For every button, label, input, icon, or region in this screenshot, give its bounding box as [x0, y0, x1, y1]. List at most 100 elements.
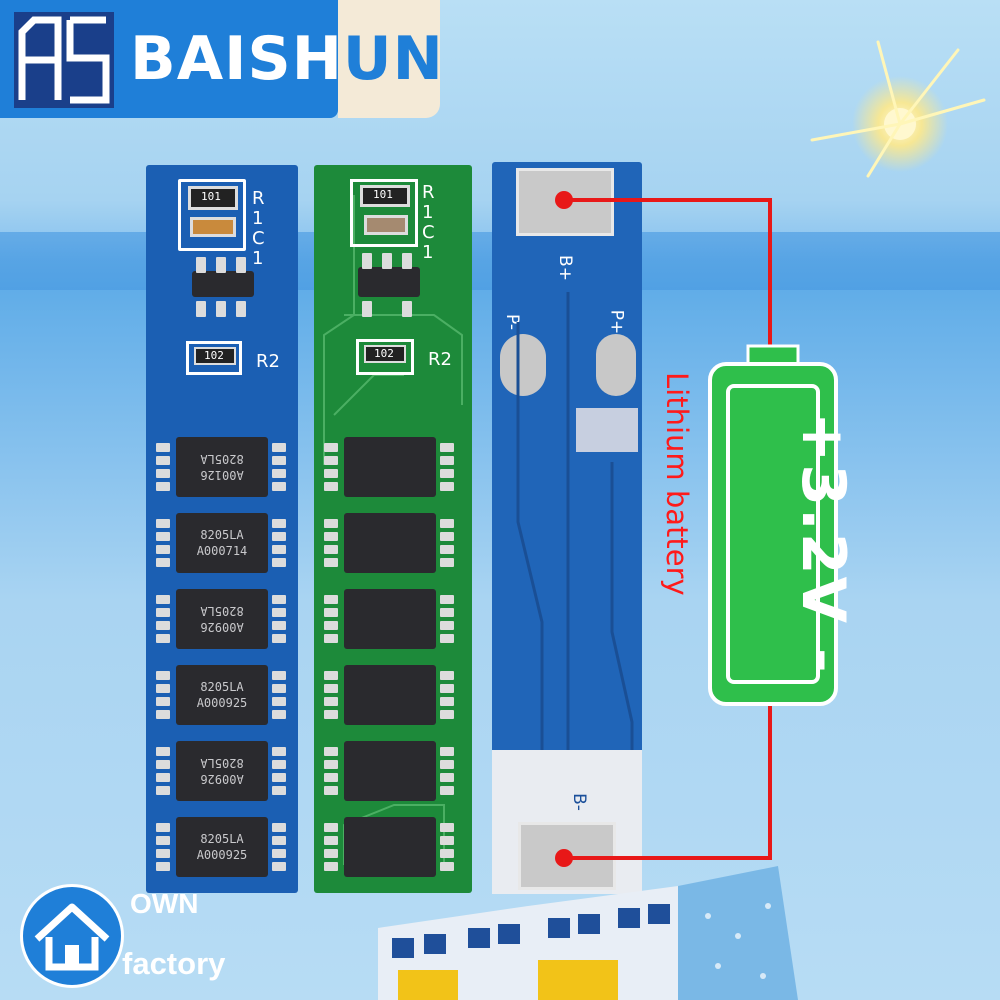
- mosfet-pin: [156, 595, 170, 604]
- mosfet-pin: [156, 786, 170, 795]
- resistor-top-label: 101: [201, 190, 221, 203]
- mosfet-pin: [324, 684, 338, 693]
- mosfet-pin: [440, 595, 454, 604]
- mosfet-pin: [440, 558, 454, 567]
- ic-pin: [362, 253, 372, 269]
- mosfet-pin: [324, 558, 338, 567]
- mosfet-pin: [272, 760, 286, 769]
- mosfet-pin: [324, 545, 338, 554]
- resistor-top: 101: [360, 185, 410, 207]
- mosfet-marking-line2: A000714: [196, 544, 248, 558]
- battery-caption: Lithium battery: [660, 372, 694, 596]
- mosfet-pin: [272, 836, 286, 845]
- mosfet-pin: [324, 849, 338, 858]
- ic-sot23: [358, 267, 420, 297]
- mosfet-pin: [324, 519, 338, 528]
- mosfet-pin: [156, 558, 170, 567]
- mosfet-pin: [156, 545, 170, 554]
- mosfet-marking-line1: 8205LA: [200, 680, 244, 694]
- ic-pin: [236, 257, 246, 273]
- mosfet-pin: [156, 469, 170, 478]
- ic-pin: [196, 257, 206, 273]
- mosfet-pin: [156, 456, 170, 465]
- mosfet-pin: [156, 862, 170, 871]
- factory-icon: [378, 866, 798, 1000]
- mosfet-marking-line2: A000925: [196, 696, 248, 710]
- mosfet-pin: [156, 684, 170, 693]
- ic-pin: [196, 301, 206, 317]
- mosfet-pin: [272, 456, 286, 465]
- mosfet-pin: [324, 836, 338, 845]
- pcb-board-back: B+ P- P+ B-: [492, 162, 642, 894]
- mosfet-chip: [344, 741, 436, 801]
- mosfet-pin: [272, 634, 286, 643]
- mosfet-pin: [272, 621, 286, 630]
- mosfet-pin: [324, 823, 338, 832]
- silk-r2: R2: [428, 349, 452, 370]
- resistor-mid: 102: [194, 347, 236, 365]
- mosfet-pin: [156, 773, 170, 782]
- silk-outline-r2: [186, 341, 242, 375]
- mosfet-pin: [440, 823, 454, 832]
- mosfet-pin: [272, 684, 286, 693]
- trace-lines: [323, 195, 463, 865]
- mosfet-pin: [440, 482, 454, 491]
- mosfet-pin: [440, 747, 454, 756]
- silk-outline: [350, 179, 418, 247]
- mosfet-pin: [156, 710, 170, 719]
- silk-r2: R2: [256, 351, 280, 372]
- mosfet-pin: [440, 532, 454, 541]
- mosfet-pin: [272, 443, 286, 452]
- sun-icon: [810, 40, 986, 178]
- mosfet-marking: A00926 8205LA: [186, 755, 258, 787]
- mosfet-marking-line1: 8205LA: [200, 832, 244, 846]
- mosfet-marking: 8205LA A000925: [186, 679, 258, 711]
- brand-header: BAISHUN: [0, 0, 443, 118]
- mosfet-pin: [156, 519, 170, 528]
- resistor-mid-label: 102: [374, 347, 394, 360]
- mosfet-pin: [440, 684, 454, 693]
- label-b-minus: B-: [568, 793, 589, 811]
- mosfet-marking-line1: A00926: [200, 772, 244, 786]
- mosfet-pin: [440, 443, 454, 452]
- mosfet-pin: [156, 634, 170, 643]
- pad-p-minus: [500, 334, 546, 396]
- mosfet-chip: [344, 817, 436, 877]
- mosfet-pin: [272, 558, 286, 567]
- mosfet-pin: [272, 532, 286, 541]
- mosfet-pin: [324, 786, 338, 795]
- mosfet-pin: [324, 443, 338, 452]
- mosfet-chip: [344, 437, 436, 497]
- ic-pin: [402, 301, 412, 317]
- mosfet-pin: [272, 482, 286, 491]
- resistor-top-label: 101: [373, 188, 393, 201]
- silk-r1c1: R1C1: [422, 183, 442, 263]
- mosfet-pin: [440, 760, 454, 769]
- mosfet-pin: [324, 608, 338, 617]
- mosfet-pin: [324, 671, 338, 680]
- mosfet-marking-line2: 8205LA: [200, 452, 244, 466]
- pcb-board-green: 101 R1C1 102 R2: [314, 165, 472, 893]
- mosfet-pin: [156, 621, 170, 630]
- mosfet-pin: [324, 862, 338, 871]
- mosfet-pin: [272, 786, 286, 795]
- mosfet-pin: [272, 773, 286, 782]
- mosfet-pin: [440, 545, 454, 554]
- mosfet-chip: [344, 589, 436, 649]
- ic-pin: [236, 301, 246, 317]
- mosfet-pin: [324, 697, 338, 706]
- silk-r1c1-text: R1C1: [252, 188, 265, 269]
- mosfet-pin: [156, 482, 170, 491]
- mosfet-marking-line1: A00126: [200, 468, 244, 482]
- mosfet-pin: [324, 482, 338, 491]
- mosfet-pin: [440, 697, 454, 706]
- mosfet-pin: [272, 519, 286, 528]
- mosfet-pin: [272, 545, 286, 554]
- mosfet-pin: [440, 456, 454, 465]
- mosfet-marking-line2: 8205LA: [200, 756, 244, 770]
- mosfet-pin: [156, 760, 170, 769]
